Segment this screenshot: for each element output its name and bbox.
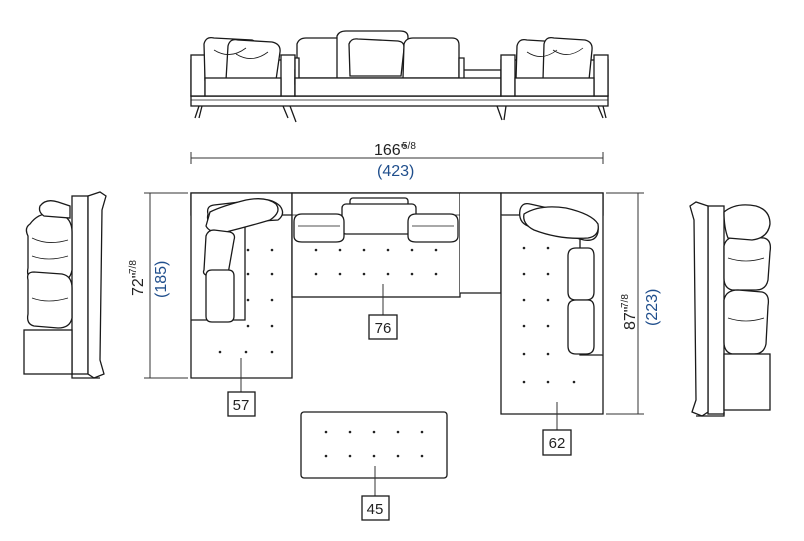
right-side-elevation	[689, 201, 772, 417]
right-depth-inches-fraction: 7/8	[620, 294, 631, 308]
plan-view	[190, 192, 604, 479]
module-label-left-corner: 57	[233, 397, 250, 414]
right-side-back	[707, 205, 725, 415]
tag-box-62	[542, 429, 572, 456]
right-depth-dimension: 87" 7/8 (223)	[606, 192, 661, 415]
left-depth-dimension: 72" 7/8 (185)	[128, 192, 188, 379]
left-side-back	[71, 195, 89, 375]
width-centimeters: (423)	[377, 163, 414, 180]
tag-box-76	[368, 314, 398, 340]
width-inches-fraction: 5/8	[402, 141, 416, 152]
left-depth-inches-fraction: 7/8	[128, 260, 139, 274]
left-side-elevation	[23, 191, 107, 379]
module-label-center-sofa: 76	[375, 320, 392, 337]
front-elevation	[190, 30, 609, 123]
left-depth-centimeters: (185)	[153, 261, 170, 298]
module-label-ottoman: 45	[367, 501, 384, 518]
tag-box-57	[227, 391, 256, 417]
front-base	[190, 95, 609, 107]
plan-ottoman	[300, 411, 448, 479]
left-depth-inches: 72"	[130, 273, 147, 296]
right-depth-centimeters: (223)	[644, 289, 661, 326]
width-dimension: 166" 5/8 (423)	[190, 141, 604, 180]
right-depth-inches: 87"	[622, 307, 639, 330]
tag-box-45	[361, 495, 390, 521]
width-inches: 166"	[374, 142, 406, 159]
module-label-right-chaise: 62	[549, 435, 566, 452]
module-tags: 57 76 62 45	[227, 284, 572, 521]
